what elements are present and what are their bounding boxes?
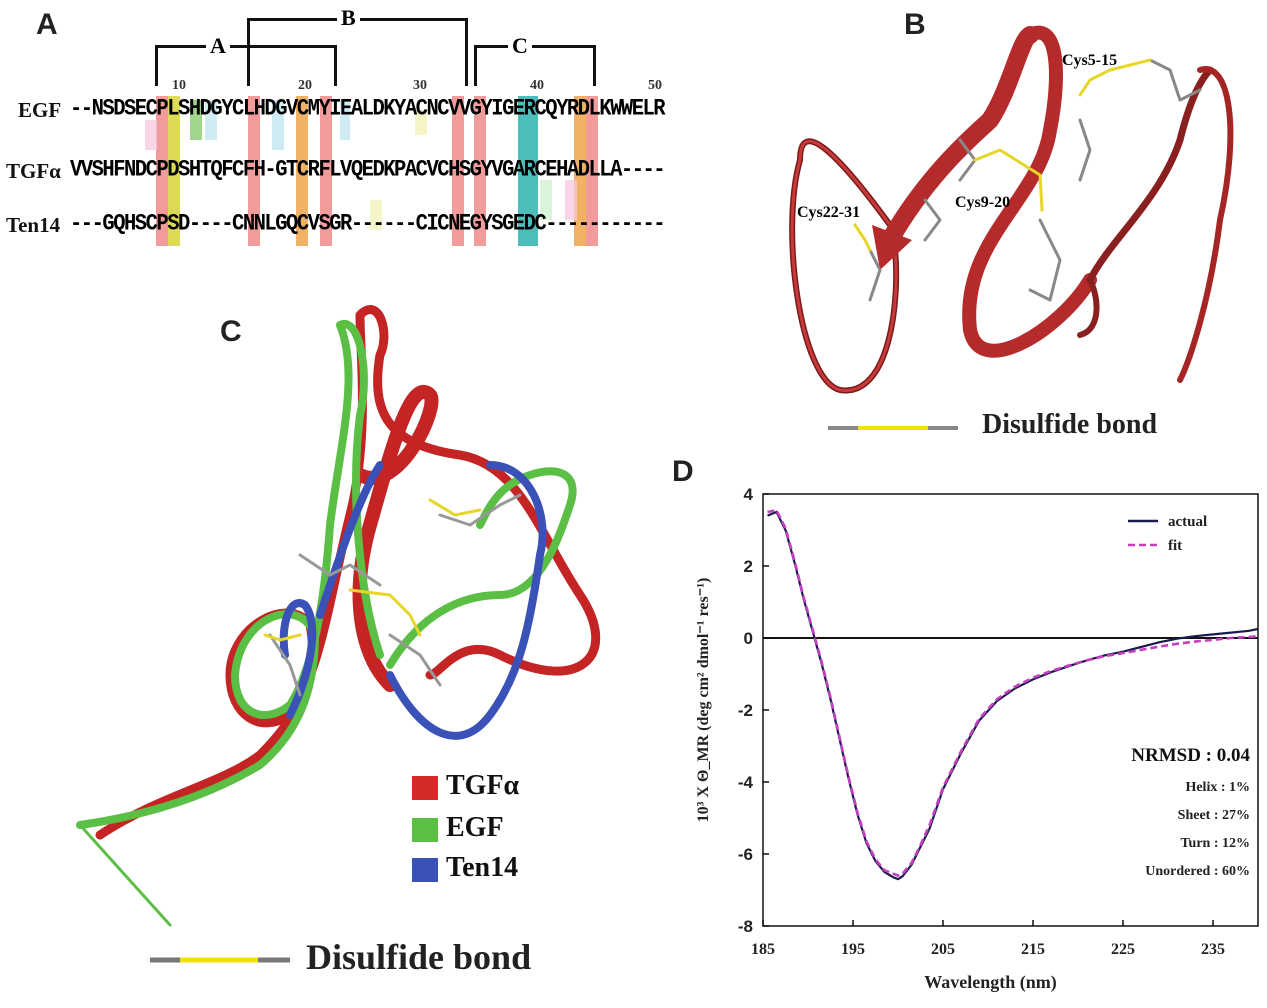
seq-name-ten14: Ten14 — [6, 213, 61, 237]
alignment-highlight — [518, 96, 528, 246]
annotation-turn: Turn : 12% — [1180, 836, 1250, 851]
alignment-highlight — [156, 96, 168, 246]
tick-50: 50 — [648, 78, 662, 93]
legend-label-ten14: Ten14 — [446, 852, 519, 883]
alignment-highlight — [205, 100, 217, 140]
panel-d-label: D — [672, 455, 694, 488]
seq-text-egf: --NSDSECPLSHDGYCLHDGVCMYIEALDKYACNCVVGYI… — [70, 96, 666, 123]
y-tick-label: 2 — [744, 557, 753, 576]
panel-a-label: A — [36, 8, 58, 41]
alignment-highlight — [272, 100, 284, 150]
label-cys22-31: Cys22-31 — [797, 204, 861, 221]
legend-label-fit: fit — [1168, 538, 1182, 554]
bracket-b-label: B — [337, 5, 360, 31]
cd-spectrum-chart: 4 2 0 -2 -4 -6 -8 185 195 205 215 225 235Wavelength … — [695, 485, 1259, 993]
y-tick-label: -4 — [738, 773, 754, 792]
legend-label-egf: EGF — [446, 812, 504, 843]
tick-30: 30 — [413, 78, 427, 93]
legend-label-actual: actual — [1168, 514, 1207, 530]
y-tick-label: -6 — [738, 845, 753, 864]
panel-c-label: C — [220, 315, 242, 348]
x-tick-label: 205 — [931, 941, 955, 958]
legend-swatch-ten14 — [412, 858, 438, 882]
alignment-highlight — [452, 96, 464, 246]
alignment-highlight — [586, 96, 598, 246]
legend-label-tgfa: TGFα — [446, 770, 520, 801]
seq-text-tgfa: VVSHFNDCPDSHTQFCFH-GTCRFLVQEDKPACVCHSGYV… — [70, 157, 666, 184]
x-tick-label: 195 — [841, 941, 865, 958]
alignment-highlight — [370, 200, 382, 230]
x-tick-label: 215 — [1021, 941, 1045, 958]
x-tick-label: 185 — [751, 941, 775, 958]
y-tick-label: 0 — [744, 629, 753, 648]
alignment-highlight — [565, 180, 577, 220]
annotation-nrmsd: NRMSD : 0.04 — [1131, 745, 1250, 766]
panel-b-ribbon — [789, 25, 1234, 394]
y-tick-label: -8 — [738, 917, 753, 936]
y-tick-label: 4 — [744, 485, 754, 504]
alignment-highlight — [474, 96, 486, 246]
alignment-highlight — [574, 96, 586, 246]
alignment-highlight — [145, 120, 157, 150]
alignment-highlight — [528, 96, 538, 246]
alignment-highlight — [540, 180, 552, 220]
seq-name-tgfa: TGFα — [6, 159, 61, 183]
panel-c-overlay — [76, 305, 601, 927]
x-tick-label: 225 — [1111, 941, 1135, 958]
seq-text-ten14: ---GQHSCPSD----CNNLGQCVSGR------CICNEGYS… — [70, 211, 666, 238]
series-line-actual — [767, 510, 1259, 881]
annotation-unordered: Unordered : 60% — [1145, 864, 1250, 879]
disulfide-legend-swatch-c — [150, 957, 290, 963]
alignment-highlight — [168, 96, 180, 246]
disulfide-legend-c: Disulfide bond — [306, 937, 532, 977]
x-tick-label: 235 — [1201, 941, 1225, 958]
annotation-helix: Helix : 1% — [1185, 780, 1250, 795]
seq-name-egf: EGF — [18, 98, 62, 122]
tick-10: 10 — [172, 78, 186, 93]
disulfide-legend-b: Disulfide bond — [982, 409, 1158, 440]
alignment-highlight — [415, 110, 427, 135]
alignment-highlight — [190, 100, 202, 140]
y-axis-label: 10³ X Θ_MR (deg cm² dmol⁻¹ res⁻¹) — [695, 578, 712, 823]
tick-40: 40 — [530, 78, 544, 93]
x-axis-label: Wavelength (nm) — [924, 972, 1057, 993]
alignment-highlight — [248, 96, 260, 246]
alignment-highlight — [340, 100, 350, 140]
disulfide-legend-swatch-b — [828, 426, 958, 430]
bracket-c — [474, 45, 596, 86]
label-cys9-20: Cys9-20 — [955, 194, 1011, 211]
series-line-fit — [767, 508, 1259, 878]
legend-swatch-egf — [412, 818, 438, 842]
y-tick-label: -2 — [738, 701, 753, 720]
bracket-c-label: C — [508, 33, 532, 59]
annotation-sheet: Sheet : 27% — [1178, 808, 1250, 823]
label-cys5-15: Cys5-15 — [1062, 52, 1118, 69]
plot-frame — [762, 493, 1259, 927]
tick-20: 20 — [298, 78, 312, 93]
alignment-highlight — [320, 96, 332, 246]
legend-swatch-tgfa — [412, 776, 438, 800]
alignment-highlight — [296, 96, 308, 246]
bracket-a — [155, 45, 337, 86]
panel-b-label: B — [904, 8, 926, 41]
bracket-a-label: A — [206, 33, 230, 59]
